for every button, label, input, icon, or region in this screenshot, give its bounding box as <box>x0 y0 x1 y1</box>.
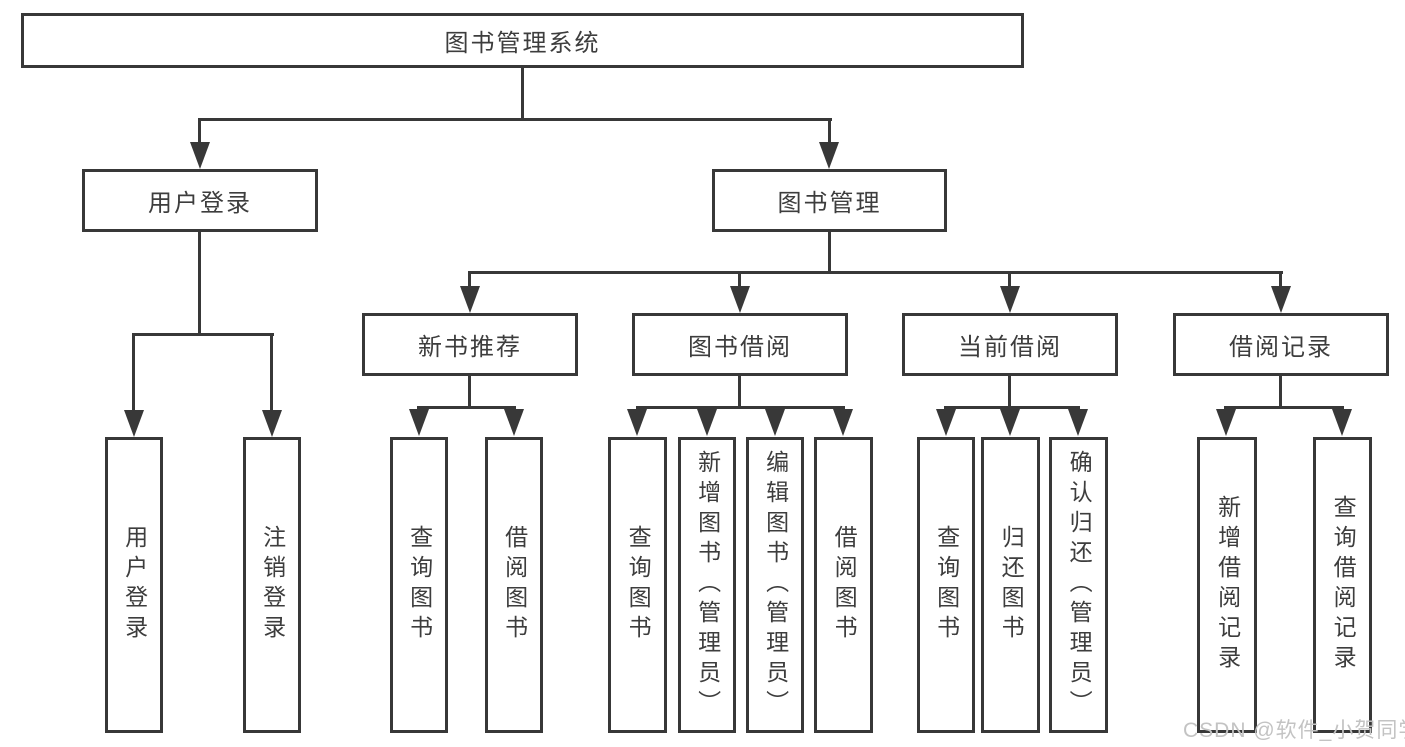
arrowhead-cb-return <box>1000 409 1020 436</box>
leaf-bookborrow-edit-admin: 编辑图书（管理员） <box>746 437 804 733</box>
connector-currentborrow-split <box>944 406 1080 409</box>
arrowhead-nb-borrow <box>504 409 524 436</box>
leaf-currentborrow-return: 归还图书 <box>981 437 1040 733</box>
node-current-borrow: 当前借阅 <box>902 313 1118 376</box>
leaf-newbooks-query: 查询图书 <box>390 437 448 733</box>
leaf-bookborrow-query: 查询图书 <box>608 437 667 733</box>
leaf-logout: 注销登录 <box>243 437 301 733</box>
arrowhead-bb-borrow <box>833 409 853 436</box>
arrowhead-br-query <box>1332 409 1352 436</box>
arrowhead-book-mgmt <box>819 142 839 169</box>
arrowhead-leaf-login <box>124 410 144 437</box>
node-book-mgmt: 图书管理 <box>712 169 947 232</box>
connector-stem-current-borrow <box>1008 274 1011 288</box>
node-borrow-records: 借阅记录 <box>1173 313 1389 376</box>
leaf-newbooks-borrow: 借阅图书 <box>485 437 543 733</box>
arrowhead-borrow-records <box>1271 286 1291 313</box>
connector-userlogin-stem <box>198 232 201 336</box>
leaf-user-login: 用户登录 <box>105 437 163 733</box>
connector-root-stem <box>521 68 524 121</box>
arrowhead-current-borrow <box>1000 286 1020 313</box>
node-root: 图书管理系统 <box>21 13 1024 68</box>
arrowhead-nb-query <box>409 409 429 436</box>
connector-stem-leaf-login <box>132 336 135 412</box>
csdn-watermark: CSDN @软件_小贺同学 <box>1183 719 1405 742</box>
arrowhead-bb-query <box>627 409 647 436</box>
connector-bookborrow-split <box>636 406 845 409</box>
connector-bookborrow-stem <box>738 376 741 409</box>
arrowhead-br-add <box>1216 409 1236 436</box>
arrowhead-bb-add <box>697 409 717 436</box>
node-book-borrow: 图书借阅 <box>632 313 848 376</box>
arrowhead-cb-query <box>936 409 956 436</box>
connector-stem-borrow-records <box>1279 274 1282 288</box>
leaf-currentborrow-query: 查询图书 <box>917 437 975 733</box>
arrowhead-cb-confirm <box>1068 409 1088 436</box>
arrowhead-user-login <box>190 142 210 169</box>
leaf-records-add: 新增借阅记录 <box>1197 437 1257 733</box>
leaf-records-query: 查询借阅记录 <box>1313 437 1372 733</box>
connector-newbooks-stem <box>468 376 471 409</box>
connector-stem-leaf-logout <box>270 336 273 412</box>
node-user-login: 用户登录 <box>82 169 318 232</box>
connector-stem-new-books <box>468 274 471 288</box>
arrowhead-book-borrow <box>730 286 750 313</box>
connector-currentborrow-stem <box>1008 376 1011 409</box>
arrowhead-leaf-logout <box>262 410 282 437</box>
arrowhead-new-books <box>460 286 480 313</box>
connector-borrowrecords-stem <box>1279 376 1282 409</box>
leaf-bookborrow-borrow: 借阅图书 <box>814 437 873 733</box>
connector-userlogin-split <box>132 333 274 336</box>
node-new-books: 新书推荐 <box>362 313 578 376</box>
leaf-currentborrow-confirm-admin: 确认归还（管理员） <box>1049 437 1108 733</box>
connector-bookmgmt-stem <box>828 232 831 274</box>
leaf-bookborrow-add-admin: 新增图书（管理员） <box>678 437 736 733</box>
connector-stem-book-borrow <box>738 274 741 288</box>
connector-bookmgmt-split <box>468 271 1283 274</box>
connector-newbooks-split <box>417 406 516 409</box>
connector-stem-book-mgmt <box>828 121 831 144</box>
connector-stem-user-login <box>198 121 201 144</box>
arrowhead-bb-edit <box>765 409 785 436</box>
connector-borrowrecords-split <box>1224 406 1344 409</box>
connector-root-split <box>198 118 832 121</box>
